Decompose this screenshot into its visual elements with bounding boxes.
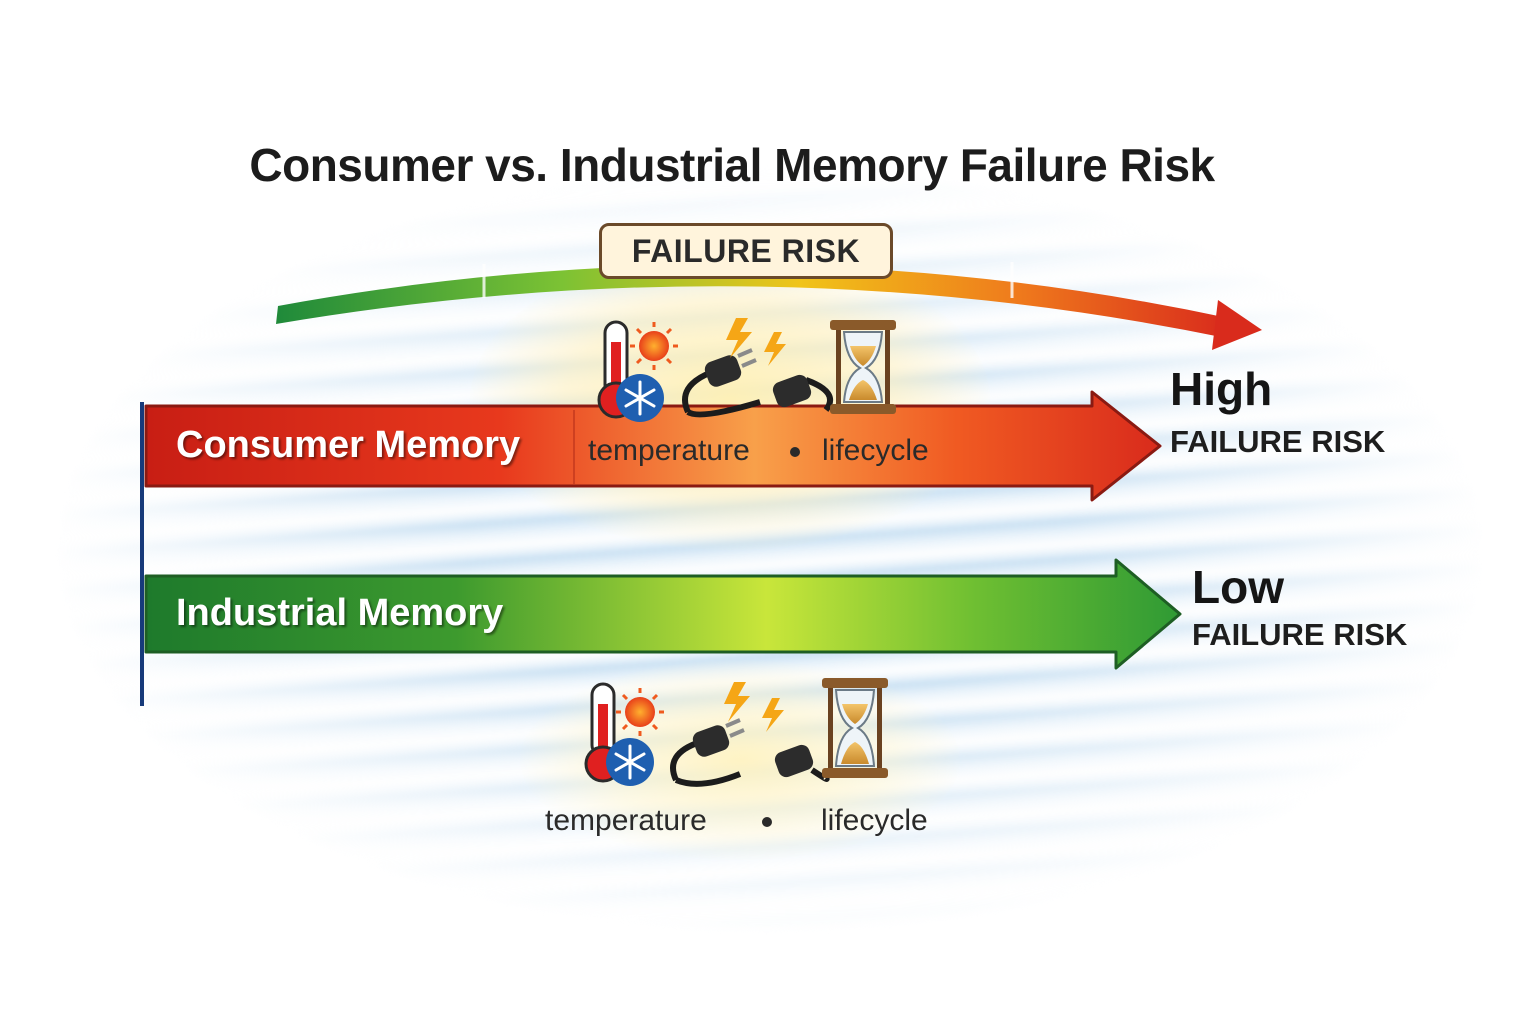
consumer-factor-separator <box>790 447 800 457</box>
industrial-risk-text: FAILURE RISK <box>1192 617 1408 652</box>
industrial-factor-temperature: temperature <box>545 804 707 837</box>
snowflake-icon <box>606 738 654 786</box>
industrial-arrow <box>144 558 1182 670</box>
industrial-memory-label: Industrial Memory <box>176 592 504 634</box>
consumer-factor-lifecycle: lifecycle <box>822 434 929 467</box>
consumer-risk-level: High <box>1170 363 1273 415</box>
failure-risk-scale-label: FAILURE RISK <box>599 223 893 279</box>
risk-scale-arrow <box>276 262 1262 350</box>
consumer-arrow <box>144 390 1162 502</box>
lightning-icon <box>726 318 786 366</box>
lightning-icon <box>724 682 784 732</box>
industrial-icons <box>584 678 888 787</box>
power-plug-icon <box>682 348 833 418</box>
sun-icon <box>630 322 678 370</box>
power-plug-icon <box>670 718 830 787</box>
consumer-risk-text: FAILURE RISK <box>1170 424 1386 459</box>
sun-icon <box>616 688 664 736</box>
consumer-memory-label: Consumer Memory <box>176 424 521 466</box>
page-title: Consumer vs. Industrial Memory Failure R… <box>249 139 1215 191</box>
consumer-icons <box>597 318 896 422</box>
hourglass-icon <box>822 678 888 778</box>
snowflake-icon <box>616 374 664 422</box>
industrial-factor-separator <box>762 817 772 827</box>
consumer-factor-temperature: temperature <box>588 434 750 467</box>
industrial-risk-level: Low <box>1192 561 1284 613</box>
hourglass-icon <box>830 320 896 414</box>
top-glow <box>470 250 990 550</box>
industrial-factor-lifecycle: lifecycle <box>821 804 928 837</box>
